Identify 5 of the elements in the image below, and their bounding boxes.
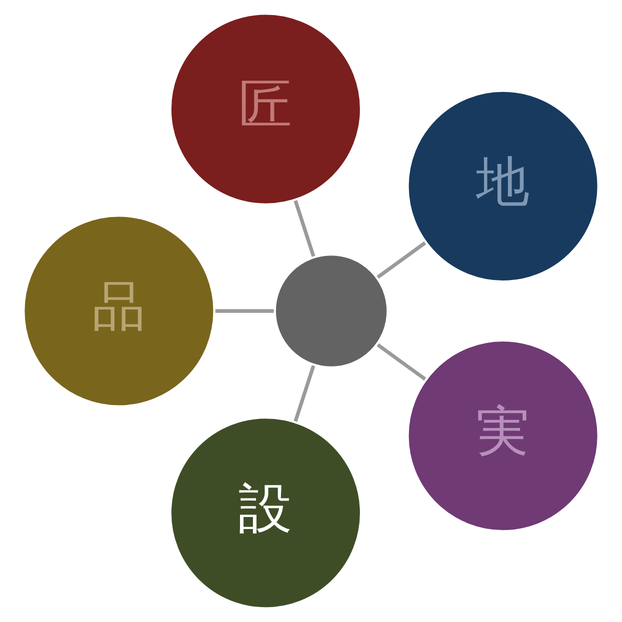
connector — [294, 200, 316, 257]
connector — [215, 309, 274, 313]
connector — [376, 241, 426, 279]
connector — [376, 343, 426, 381]
connector — [294, 365, 316, 422]
